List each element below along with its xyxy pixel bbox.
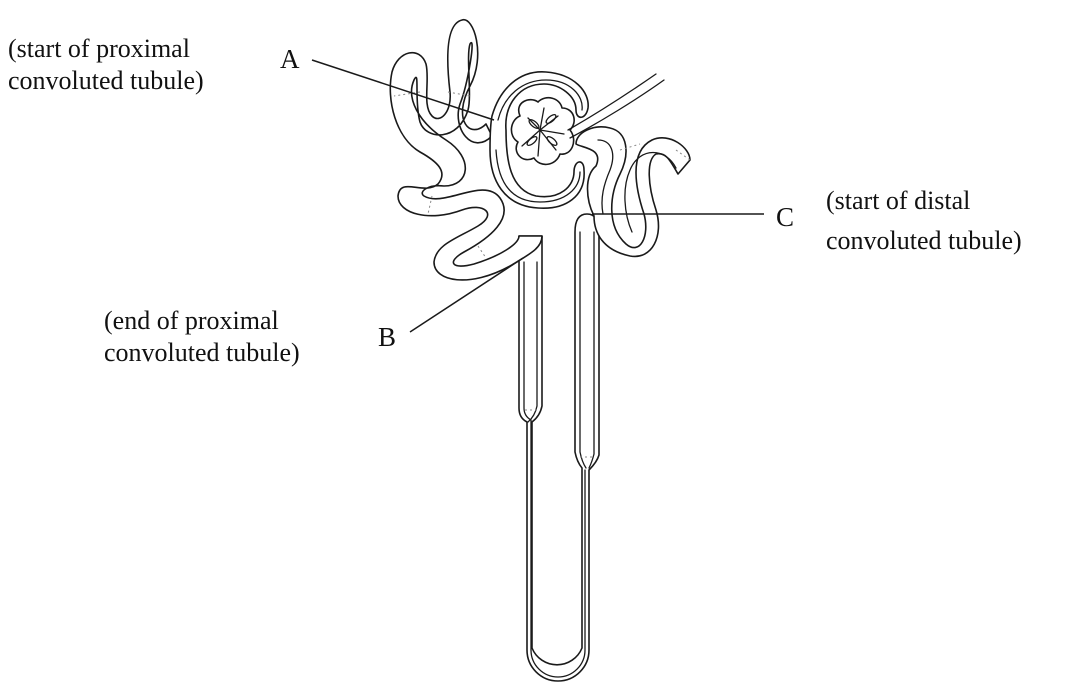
- label-a-note-line1: (start of proximal: [8, 34, 190, 64]
- label-a-letter: A: [280, 44, 300, 74]
- label-c-note-line2: convoluted tubule): [826, 226, 1022, 256]
- label-c-note-line1: (start of distal: [826, 186, 970, 216]
- glomerulus: [511, 98, 574, 165]
- label-b-note-line2: convoluted tubule): [104, 338, 300, 368]
- label-b-note-line1: (end of proximal: [104, 306, 279, 336]
- label-a-note-line2: convoluted tubule): [8, 66, 204, 96]
- label-c-letter: C: [776, 202, 794, 232]
- label-b-letter: B: [378, 322, 396, 352]
- loop-lumen-bottom: [531, 470, 585, 677]
